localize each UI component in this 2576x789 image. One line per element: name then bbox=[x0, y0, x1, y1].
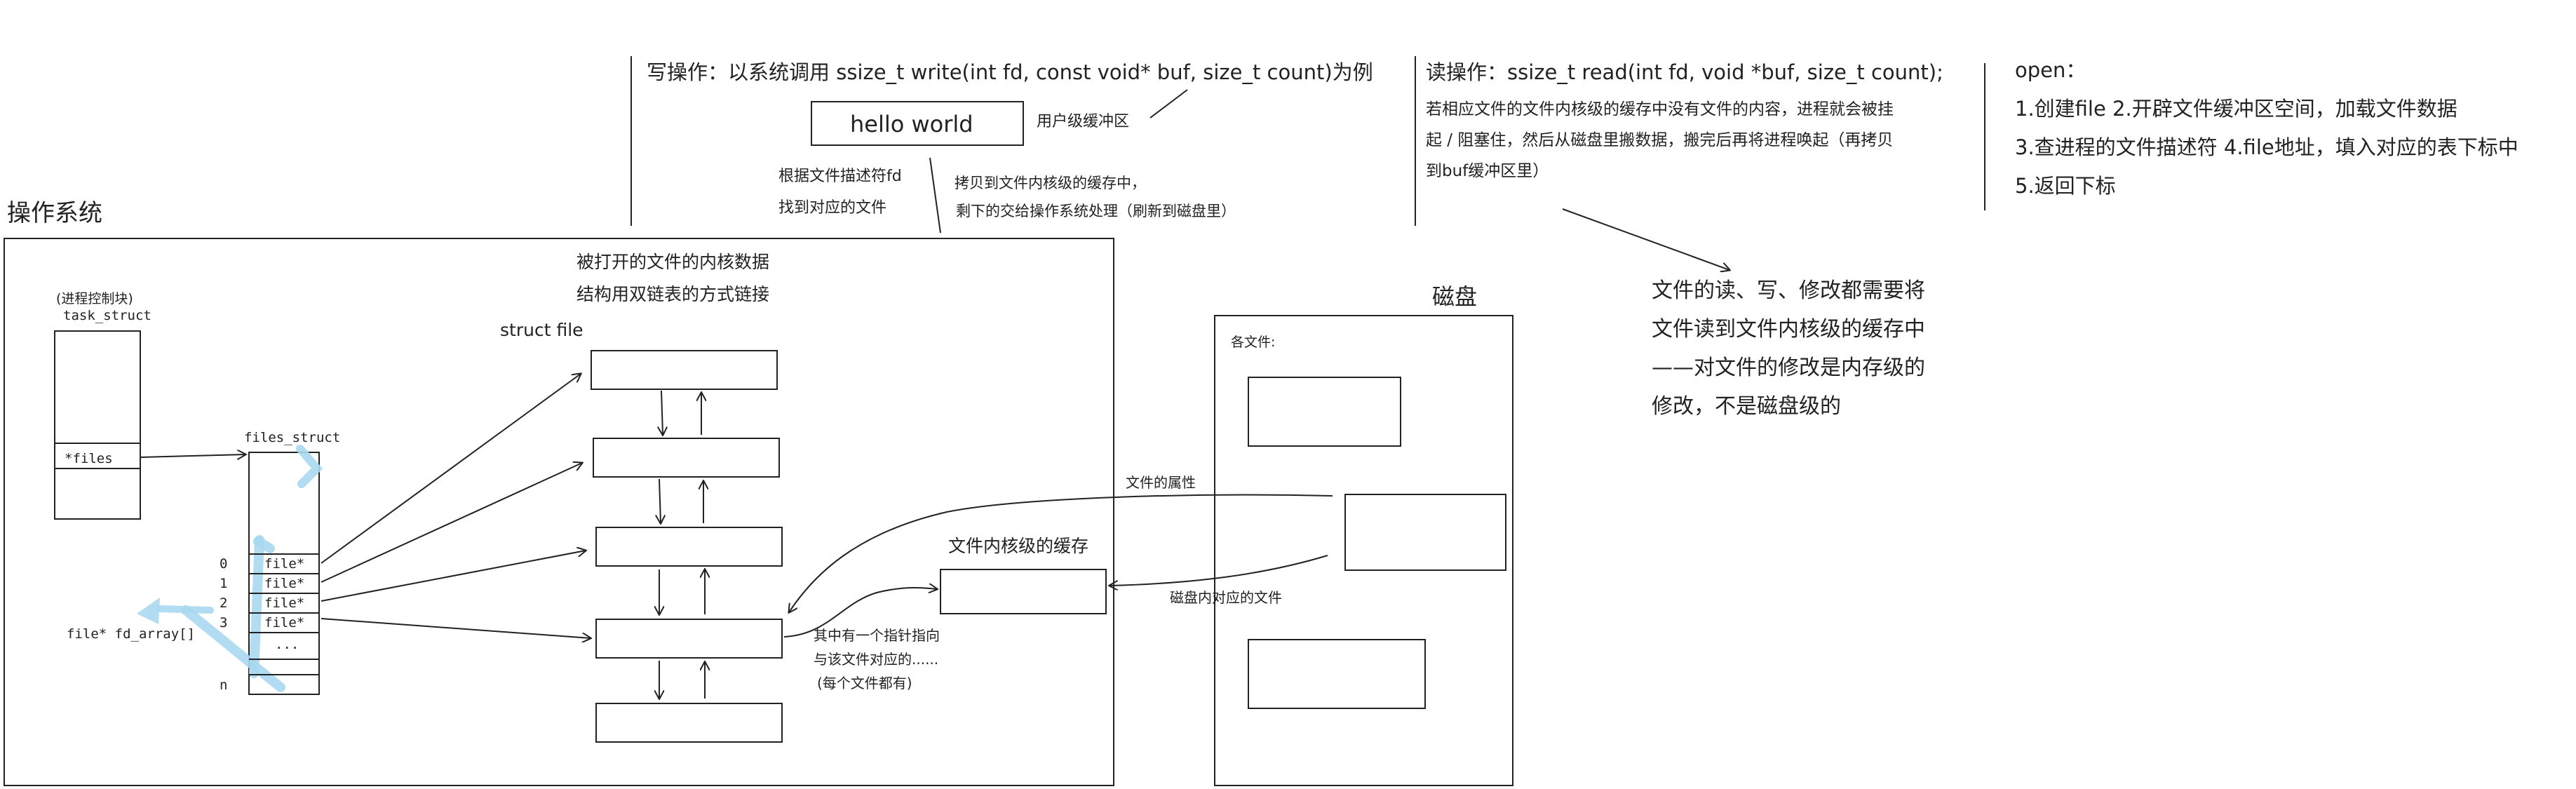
fd-entry: file* bbox=[264, 595, 304, 611]
files-pointer-arrow bbox=[140, 454, 245, 457]
open-step: 5.返回下标 bbox=[2015, 174, 2116, 198]
user-buffer-text: hello world bbox=[850, 111, 973, 137]
struct-file-node bbox=[593, 438, 780, 478]
highlight-stroke bbox=[296, 445, 323, 488]
disk-box bbox=[1214, 315, 1513, 786]
os-box bbox=[4, 238, 1114, 786]
disk-file-box bbox=[1248, 377, 1401, 447]
open-title: open： bbox=[2015, 58, 2086, 82]
open-step: 1.创建file 2.开辟文件缓冲区空间，加载文件数据 bbox=[2015, 97, 2457, 121]
struct-file-node bbox=[595, 619, 783, 659]
copy-note: 剩下的交给操作系统处理（刷新到磁盘里） bbox=[956, 203, 1236, 220]
fd-to-file-arrow bbox=[321, 551, 586, 602]
read-to-conclusion-arrow bbox=[1562, 208, 1729, 270]
disk-files-label: 各文件: bbox=[1231, 335, 1275, 350]
fd-to-file-arrow bbox=[321, 463, 582, 583]
kernel-files-caption: 被打开的文件的内核数据 bbox=[576, 252, 769, 272]
fd-to-file-arrow bbox=[321, 618, 591, 638]
task-struct-box bbox=[54, 330, 141, 520]
disk-to-cache-arrow bbox=[1110, 555, 1328, 586]
files-field: *files bbox=[65, 451, 113, 466]
disk-file-box bbox=[1248, 639, 1426, 709]
pcb-caption: (进程控制块) bbox=[56, 291, 133, 306]
open-step: 3.查进程的文件描述符 4.file地址，填入对应的表下标中 bbox=[2015, 135, 2518, 159]
link-down-arrow bbox=[661, 390, 663, 435]
struct-file-node bbox=[591, 350, 778, 390]
file-attr-label: 文件的属性 bbox=[1126, 474, 1196, 491]
write-divider bbox=[929, 157, 941, 234]
conclusion-text: 文件的读、写、修改都需要将 bbox=[1652, 278, 1925, 303]
os-label: 操作系统 bbox=[7, 199, 102, 227]
write-title: 写操作：以系统调用 ssize_t write(int fd, const vo… bbox=[647, 60, 1373, 84]
user-buffer-pointer bbox=[1149, 89, 1188, 119]
read-body: 起 / 阻塞住，然后从磁盘里搬数据，搬完后再将进程唤起（再拷贝 bbox=[1426, 131, 1893, 149]
pointer-note: 其中有一个指针指向 bbox=[814, 627, 940, 644]
user-buffer-label: 用户级缓冲区 bbox=[1037, 113, 1129, 130]
task-struct-label: task_struct bbox=[63, 308, 151, 323]
kernel-cache-box bbox=[940, 569, 1107, 614]
fd-entry: file* bbox=[264, 576, 304, 591]
highlight-stroke bbox=[249, 535, 264, 678]
read-body: 若相应文件的文件内核级的缓存中没有文件的内容，进程就会被挂 bbox=[1426, 100, 1894, 119]
struct-file-label: struct file bbox=[500, 320, 584, 340]
fd-entry: file* bbox=[264, 615, 304, 630]
fd-entry: ... bbox=[275, 637, 299, 652]
files-struct-label: files_struct bbox=[244, 430, 340, 445]
conclusion-text: 修改，不是磁盘级的 bbox=[1652, 394, 1841, 419]
pointer-note: (每个文件都有) bbox=[817, 675, 912, 692]
fd-index: 0 bbox=[220, 556, 227, 572]
kernel-files-caption: 结构用双链表的方式链接 bbox=[576, 284, 769, 304]
attr-to-file-arrow bbox=[789, 494, 1333, 612]
fd-to-file-arrow bbox=[321, 374, 581, 564]
read-title: 读操作：ssize_t read(int fd, void *buf, size… bbox=[1426, 60, 1943, 84]
fd-lookup-note: 找到对应的文件 bbox=[778, 199, 886, 217]
fd-index: 3 bbox=[220, 615, 227, 630]
highlight-stroke bbox=[156, 605, 214, 614]
fd-lookup-note: 根据文件描述符fd bbox=[778, 168, 902, 185]
fd-array-label: file* fd_array[] bbox=[67, 626, 195, 642]
fd-index: n bbox=[220, 677, 227, 693]
conclusion-text: ——对文件的修改是内存级的 bbox=[1652, 356, 1925, 380]
kernel-cache-label: 文件内核级的缓存 bbox=[948, 536, 1088, 556]
highlight-stroke bbox=[253, 537, 275, 553]
struct-file-node bbox=[595, 703, 783, 743]
file-to-cache-arrow bbox=[783, 588, 937, 638]
pointer-note: 与该文件对应的...... bbox=[814, 651, 938, 668]
copy-note: 拷贝到文件内核级的缓存中， bbox=[955, 175, 1146, 191]
link-down-arrow bbox=[659, 478, 661, 523]
fd-entry: file* bbox=[264, 556, 304, 572]
fd-index: 1 bbox=[220, 576, 227, 591]
conclusion-text: 文件读到文件内核级的缓存中 bbox=[1652, 317, 1925, 342]
struct-file-node bbox=[595, 527, 783, 567]
highlight-stroke bbox=[137, 598, 160, 624]
fd-index: 2 bbox=[220, 595, 227, 611]
disk-file-label: 磁盘内对应的文件 bbox=[1170, 589, 1282, 606]
read-body: 到buf缓冲区里） bbox=[1426, 162, 1549, 180]
user-buffer-box bbox=[811, 101, 1024, 146]
disk-file-box bbox=[1344, 494, 1506, 571]
disk-title: 磁盘 bbox=[1432, 283, 1477, 310]
